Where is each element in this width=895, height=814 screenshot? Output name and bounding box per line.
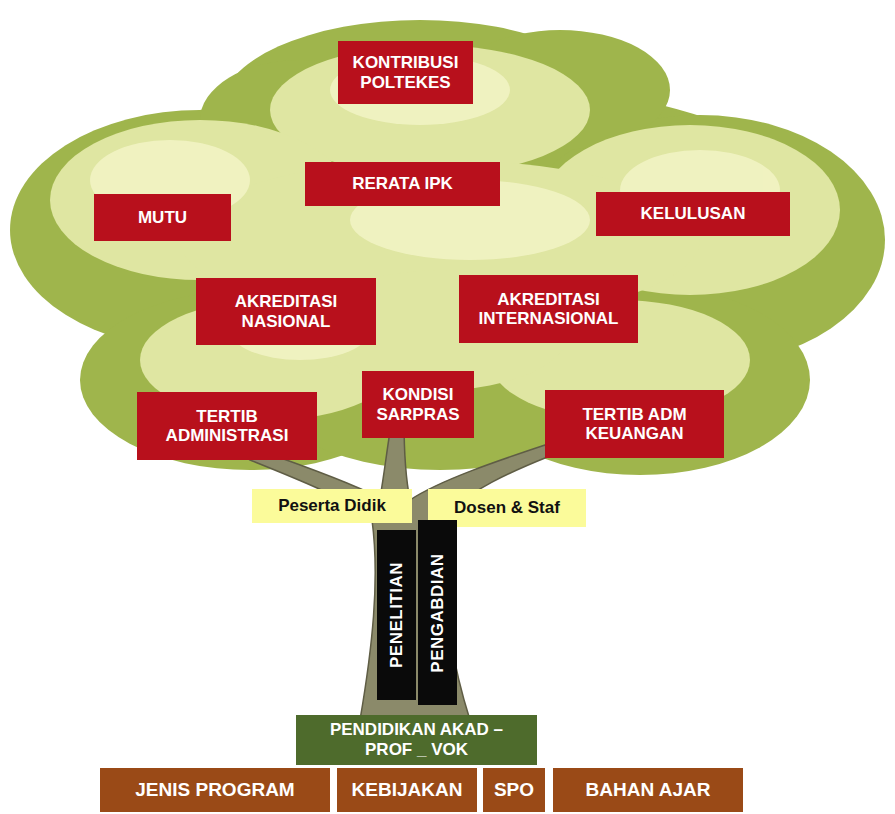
box-label: Dosen & Staf bbox=[454, 498, 560, 518]
base-box: PENDIDIKAN AKAD – PROF _ VOK bbox=[296, 715, 537, 765]
result-box: AKREDITASI INTERNASIONAL bbox=[459, 275, 638, 343]
box-label: AKREDITASI NASIONAL bbox=[204, 292, 368, 330]
result-box: AKREDITASI NASIONAL bbox=[196, 278, 376, 345]
result-box: TERTIB ADM KEUANGAN bbox=[545, 390, 724, 458]
root-box: KEBIJAKAN bbox=[337, 768, 477, 812]
box-label: TERTIB ADMINISTRASI bbox=[145, 407, 309, 445]
result-box: TERTIB ADMINISTRASI bbox=[137, 392, 317, 460]
result-box: KONDISI SARPRAS bbox=[362, 371, 474, 438]
box-label: PENGABDIAN bbox=[428, 553, 448, 672]
box-label: KONDISI SARPRAS bbox=[370, 385, 466, 423]
root-box: JENIS PROGRAM bbox=[100, 768, 330, 812]
box-label: PENELITIAN bbox=[387, 562, 407, 668]
pillar-bar: PENGABDIAN bbox=[418, 520, 457, 705]
box-label: KELULUSAN bbox=[641, 204, 746, 223]
root-box: SPO bbox=[483, 768, 545, 812]
box-label: KONTRIBUSI POLTEKES bbox=[346, 53, 465, 91]
box-label: PENDIDIKAN AKAD – PROF _ VOK bbox=[304, 720, 529, 759]
result-box: RERATA IPK bbox=[305, 162, 500, 206]
box-label: RERATA IPK bbox=[352, 174, 453, 193]
result-box: KONTRIBUSI POLTEKES bbox=[338, 41, 473, 104]
box-label: KEBIJAKAN bbox=[352, 779, 463, 801]
box-label: JENIS PROGRAM bbox=[135, 779, 294, 801]
box-label: AKREDITASI INTERNASIONAL bbox=[467, 290, 630, 328]
box-label: BAHAN AJAR bbox=[586, 779, 711, 801]
box-label: TERTIB ADM KEUANGAN bbox=[553, 405, 716, 443]
box-label: SPO bbox=[494, 779, 534, 801]
result-box: KELULUSAN bbox=[596, 192, 790, 236]
box-label: MUTU bbox=[138, 208, 187, 227]
pillar-bar: PENELITIAN bbox=[377, 530, 416, 700]
box-label: Peserta Didik bbox=[278, 496, 386, 516]
actor-box: Peserta Didik bbox=[252, 489, 412, 523]
root-box: BAHAN AJAR bbox=[553, 768, 743, 812]
result-box: MUTU bbox=[94, 194, 231, 241]
